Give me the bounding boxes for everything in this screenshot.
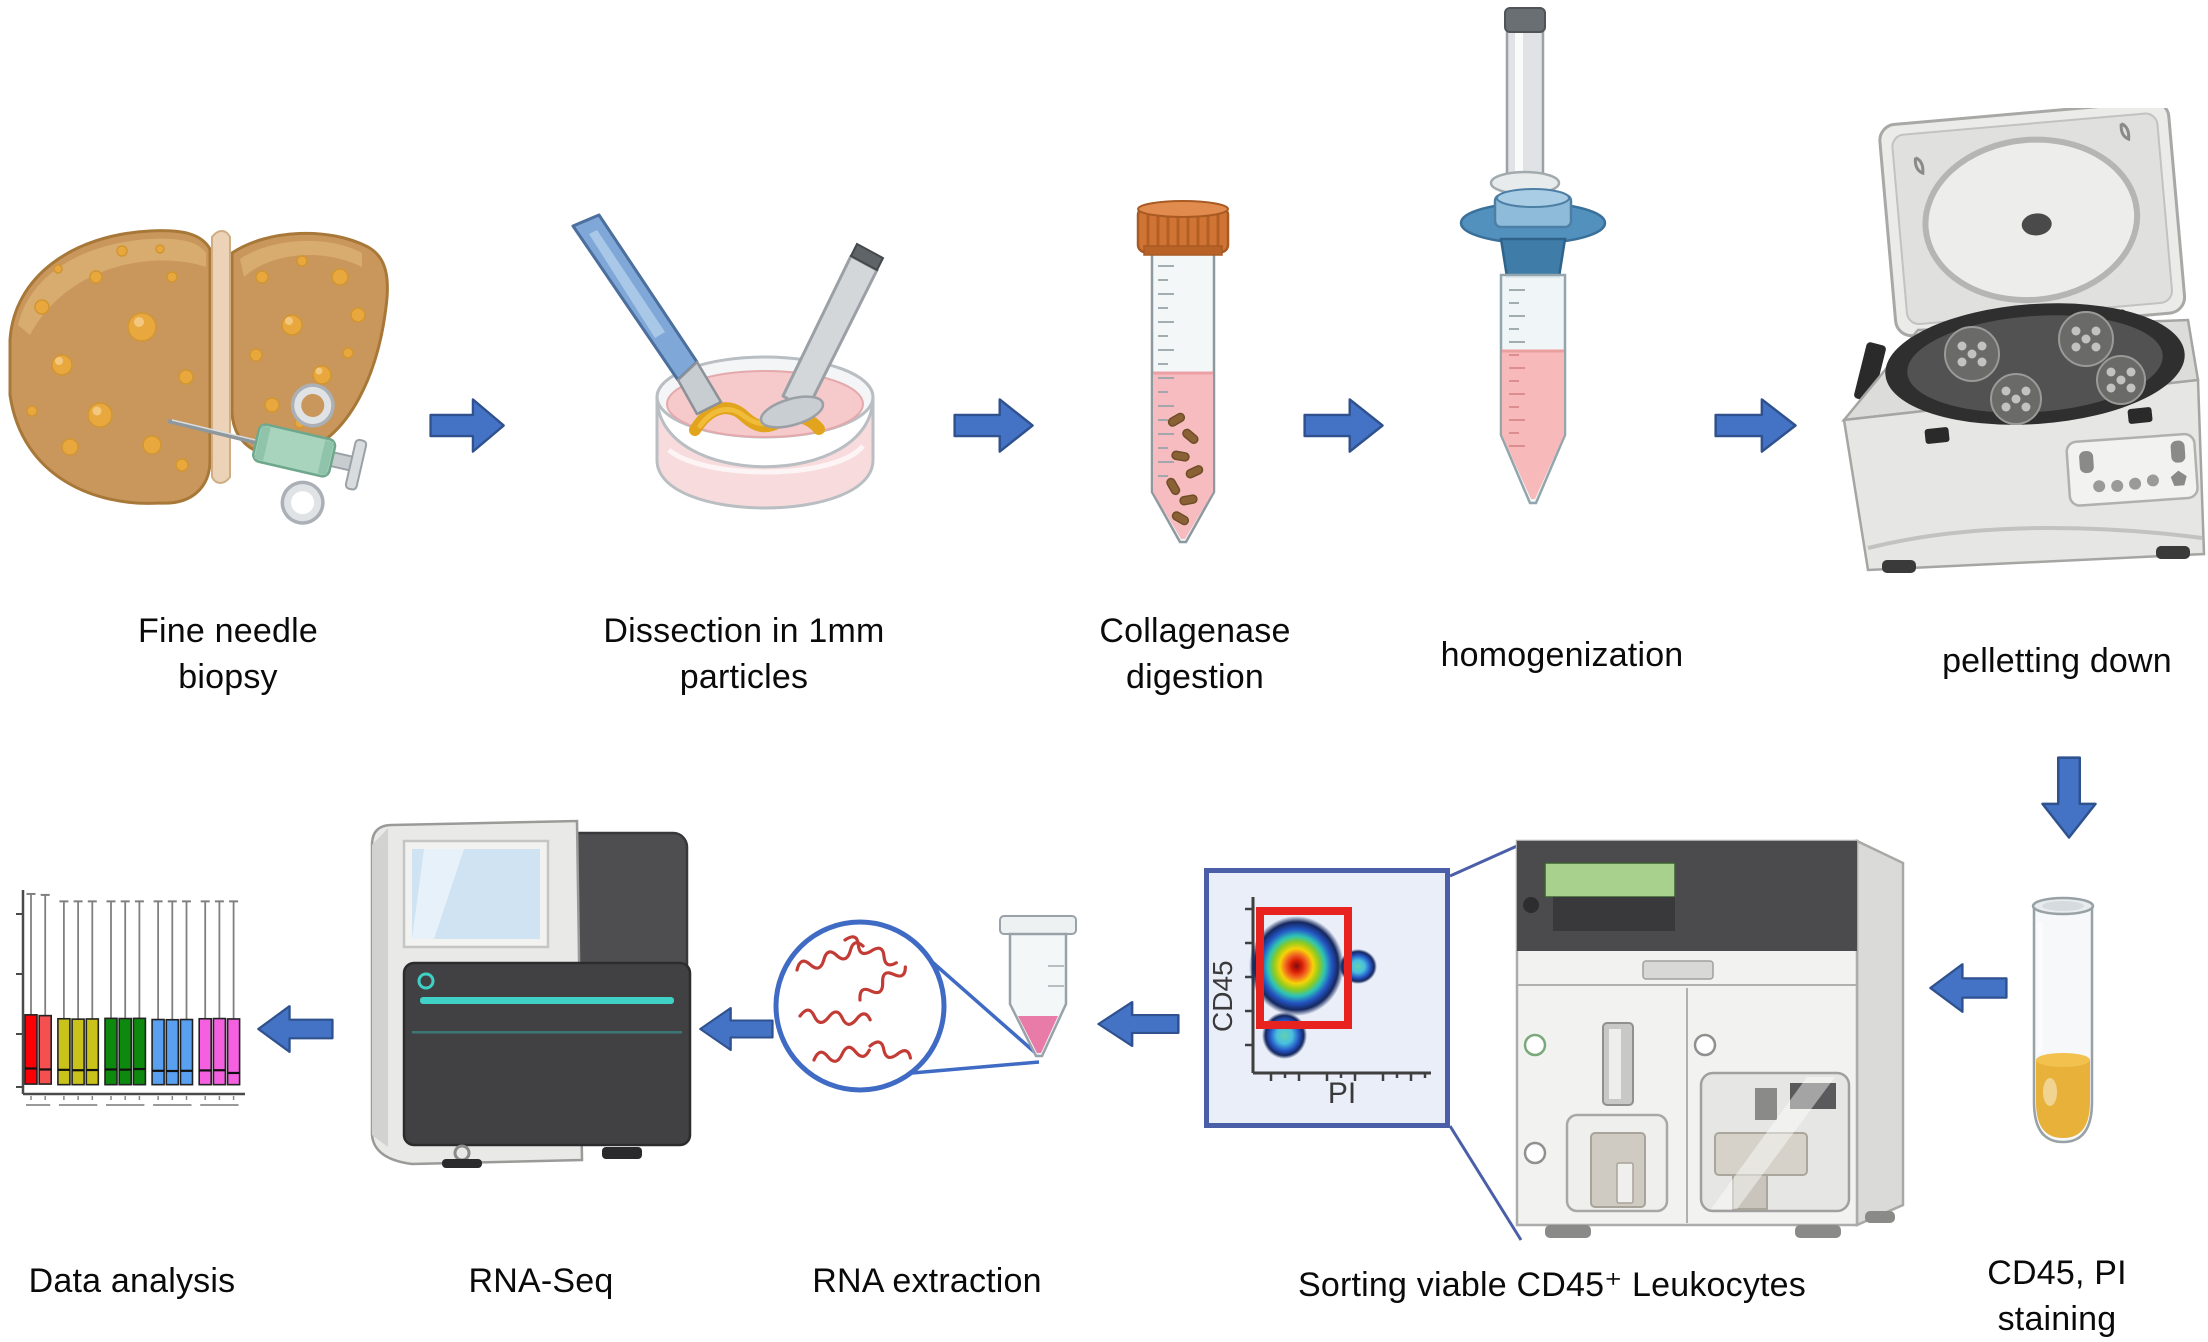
microcentrifuge-tube <box>999 915 1077 1058</box>
sorter-chamber-window <box>1699 1071 1851 1213</box>
step-label-homogenization: homogenization <box>1440 636 1684 674</box>
flow-x-axis-label: PI <box>1327 1077 1357 1110</box>
step-label-rna-extraction: RNA extraction <box>812 1262 1042 1300</box>
boxplot-svg <box>16 890 245 1106</box>
blue-cap <box>1459 188 1607 279</box>
arrow-staining-to-sorting <box>1928 962 2008 1014</box>
flow-y-axis-label: CD45 <box>1207 960 1238 1032</box>
petri-dish-icon <box>571 213 885 510</box>
boxplot-box <box>85 1018 100 1086</box>
arrow-pelleting-to-staining <box>2040 756 2098 840</box>
boxplot-box <box>226 1018 241 1086</box>
boxplot-box <box>57 1017 71 1086</box>
scalpel <box>571 213 723 416</box>
flow-gate <box>1256 906 1353 1029</box>
arrow-dissection-to-collagenase <box>953 397 1035 454</box>
arrow-rna-extraction-to-rnaseq <box>698 1006 774 1052</box>
boxplot-box <box>151 1018 165 1086</box>
boxplot-box <box>104 1017 118 1086</box>
control-panel <box>2065 432 2199 507</box>
sequencer-front-panel <box>402 961 692 1147</box>
liver-spots <box>26 244 366 472</box>
flow-population-cd45-high-pi-negative-viable-leukocytes <box>1249 915 1344 1016</box>
step-label-sorting-leukocytes: Sorting viable CD45⁺ Leukocytes <box>1298 1266 1806 1304</box>
tissue-particles <box>1166 412 1204 526</box>
step-label-pelletting-down: pelletting down <box>1942 642 2172 680</box>
flow-plot-area <box>1209 873 1445 1123</box>
arrow-homogenization-to-pelleting <box>1714 397 1798 454</box>
boxplot-box <box>71 1018 85 1086</box>
sorter-side-panel <box>1855 839 1905 1227</box>
arrow-rnaseq-to-data-analysis <box>256 1004 334 1054</box>
arrow-sorting-to-rna-extraction <box>1096 1000 1180 1048</box>
centrifuge-icon <box>1841 108 2206 573</box>
arrow-collagenase-to-homogenization <box>1303 397 1385 454</box>
liver-biopsy-icon <box>8 229 389 525</box>
tube-graduations <box>1158 265 1174 477</box>
flow-cytometry-plot: CD45 PI <box>1204 868 1450 1128</box>
sequencer-screen <box>402 839 550 949</box>
boxplot-box <box>179 1018 194 1086</box>
sequencer-icon <box>370 819 692 1168</box>
sorter-display <box>1544 862 1676 898</box>
tissue-grinder-icon <box>1459 7 1607 505</box>
callout-line-top <box>920 951 1041 1058</box>
step-label-dissection: Dissection in 1mm particles <box>603 612 885 696</box>
pestle-plunger <box>1489 7 1561 196</box>
boxplot-box <box>118 1017 132 1086</box>
rna-pellet <box>1018 1016 1058 1053</box>
stained-tube-icon <box>2031 896 2095 1144</box>
conical-tube-icon <box>1136 200 1230 544</box>
step-label-rna-seq: RNA-Seq <box>468 1262 614 1300</box>
flow-population-cd45-low-pi-negative <box>1262 1011 1307 1060</box>
boxplot-box <box>132 1017 147 1086</box>
magnifier-circle <box>773 919 947 1093</box>
rotor-buckets <box>1944 311 2146 425</box>
boxplot-box <box>212 1017 227 1086</box>
sorter-handle <box>1642 960 1714 980</box>
step-label-collagenase-digestion: Collagenase digestion <box>1099 612 1291 696</box>
arrow-biopsy-to-dissection <box>429 397 506 454</box>
biopsy-needle <box>167 383 368 525</box>
rna-strands <box>795 935 913 1063</box>
step-label-fine-needle-biopsy: Fine needle biopsy <box>138 612 318 696</box>
flow-sorter-icon <box>1515 839 1905 1238</box>
grinder-tube <box>1499 273 1567 505</box>
boxplot-box <box>165 1018 180 1086</box>
callout-line-bottom <box>911 1060 1040 1075</box>
yellow-stained-sample <box>2036 1060 2090 1138</box>
boxplot-box <box>38 1014 53 1085</box>
step-label-cd45-pi-staining: CD45, PI staining <box>1987 1254 2127 1338</box>
pestle-tool <box>759 242 885 429</box>
orange-cap <box>1136 200 1230 256</box>
boxplot-box <box>24 1014 38 1085</box>
centrifuge-lid <box>1878 108 2187 338</box>
step-label-data-analysis: Data analysis <box>28 1262 236 1300</box>
rna-magnifier-icon <box>773 915 1077 1093</box>
boxplot-box <box>198 1017 212 1086</box>
centrifuge-body <box>1841 303 2206 573</box>
